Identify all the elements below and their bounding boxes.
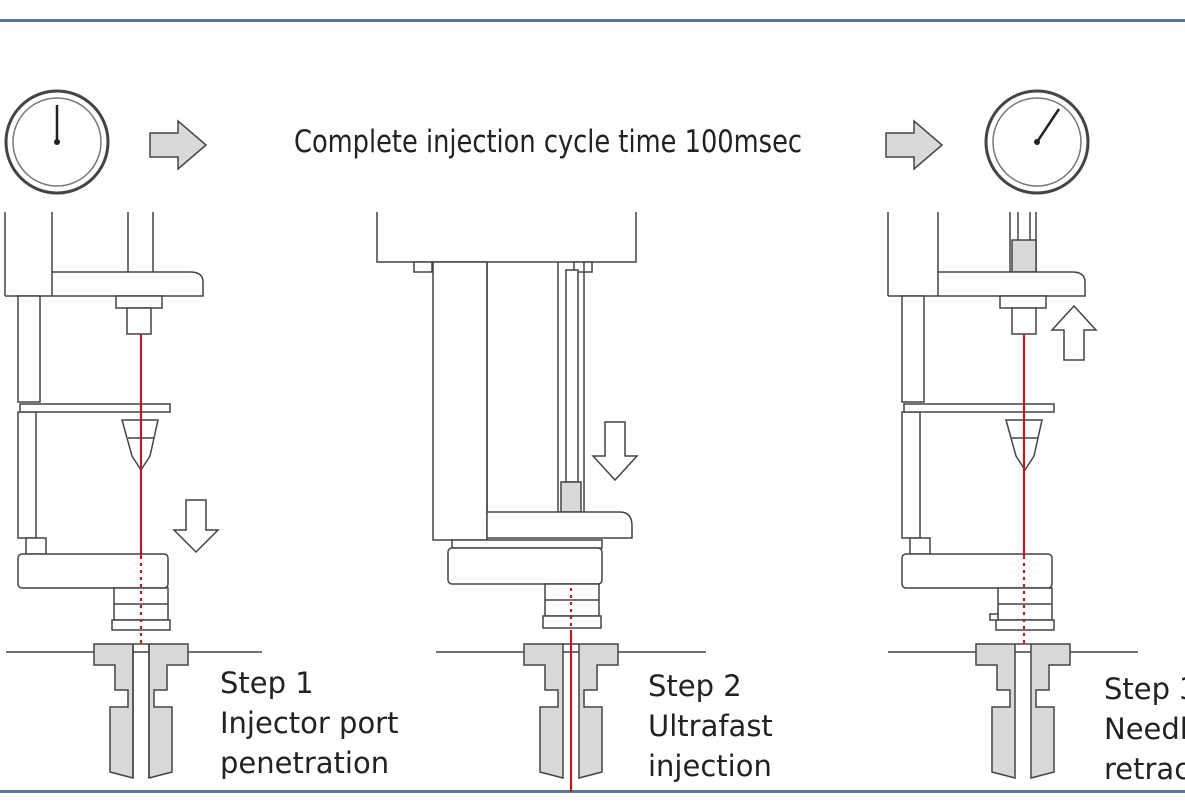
top-border: [0, 19, 1185, 22]
step1-line1: Injector port: [220, 706, 398, 740]
arrow-up-icon: [1050, 304, 1098, 361]
arrow-down-icon: [172, 499, 220, 554]
step2-line1: Ultrafast: [648, 709, 773, 743]
step3-line1: Needle: [1104, 712, 1185, 746]
bottom-border: [0, 790, 1185, 793]
step1-line2: penetration: [220, 746, 389, 780]
arrow-right-icon: [885, 119, 944, 171]
step3-mechanism: [887, 212, 1086, 779]
arrow-down-icon: [591, 421, 639, 482]
arrow-right-icon: [149, 119, 208, 171]
step1-number: Step 1: [220, 666, 314, 700]
step3-number: Step 3: [1104, 672, 1185, 706]
diagram-title: Complete injection cycle time 100msec: [294, 124, 802, 160]
start-clock-icon: [4, 89, 110, 195]
step3-line2: retraction: [1104, 752, 1185, 786]
end-clock-icon: [984, 89, 1090, 195]
step2-number: Step 2: [648, 669, 742, 703]
step1-mechanism: [4, 212, 204, 779]
step2-line2: injection: [648, 749, 772, 783]
step2-mechanism: [376, 212, 637, 779]
